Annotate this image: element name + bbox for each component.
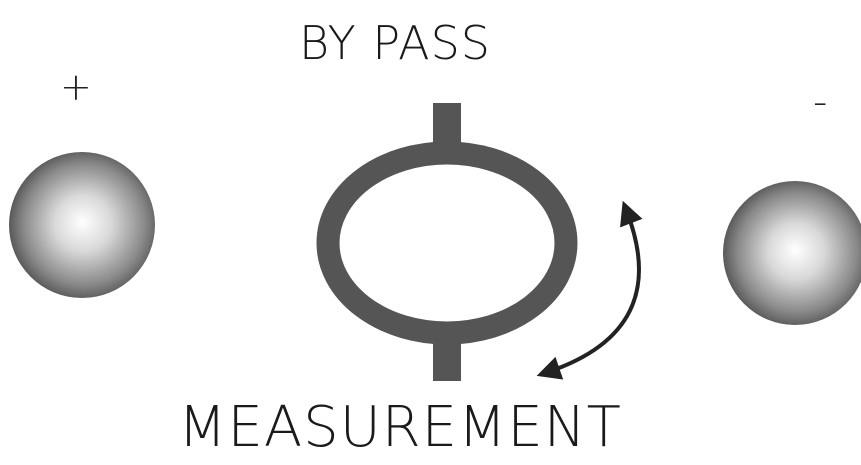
sphere-icon bbox=[723, 181, 861, 325]
sphere-icon bbox=[9, 152, 155, 298]
right-terminal bbox=[723, 181, 861, 325]
left-terminal bbox=[9, 152, 155, 298]
switch-ring bbox=[328, 153, 566, 333]
rotary-switch-icon bbox=[328, 103, 566, 381]
measurement-label: MEASUREMENT bbox=[0, 400, 800, 456]
